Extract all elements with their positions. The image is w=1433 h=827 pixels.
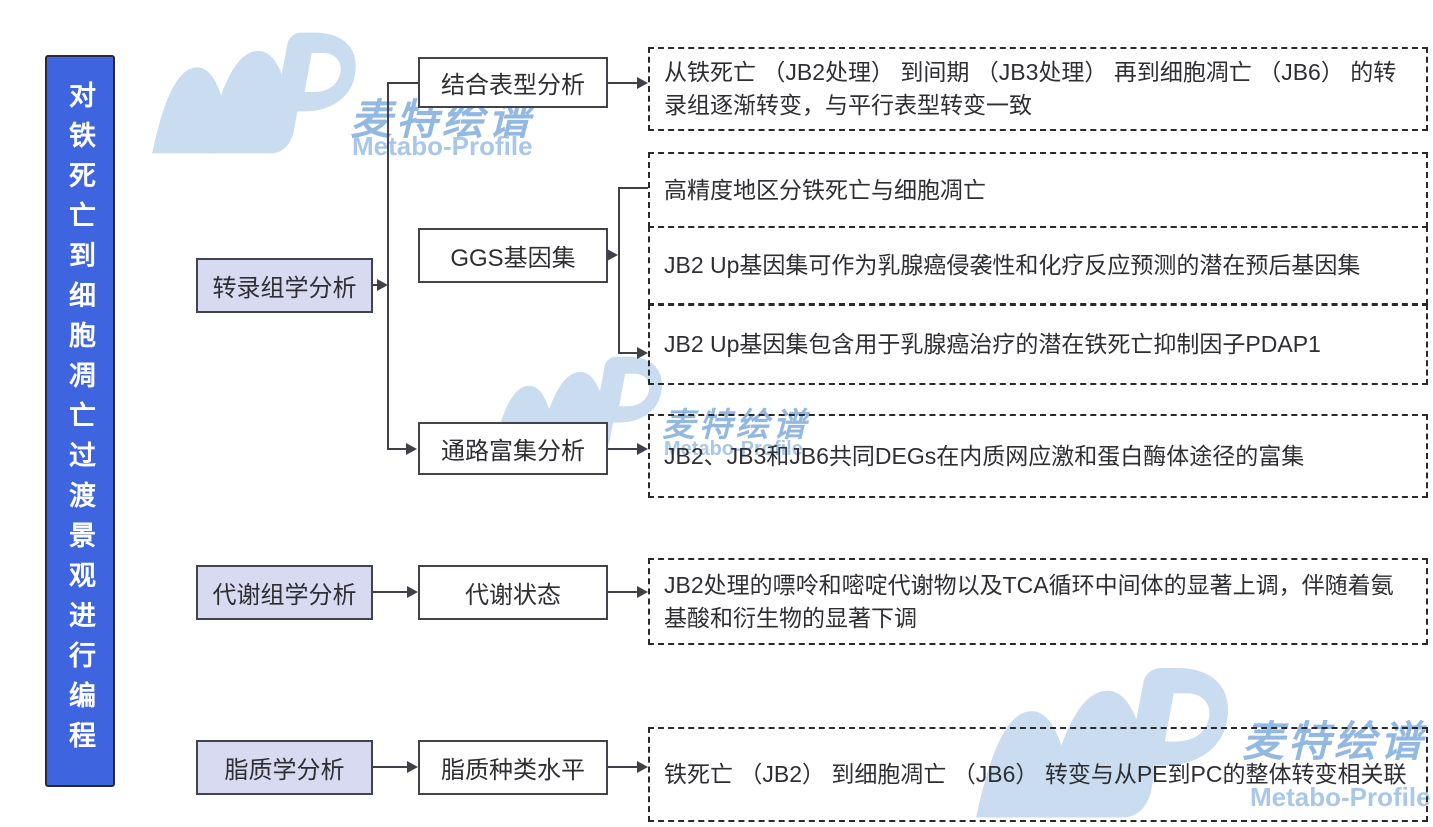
watermark-brand-cn: 麦特绘谱 [1242,718,1427,765]
outcome-phenotype-transition: 从铁死亡 （JB2处理） 到间期 （JB3处理） 再到细胞凋亡 （JB6） 的转… [648,47,1428,131]
connector-lipidomics-species [373,766,408,768]
watermark-brand-cn: 麦特绘谱 [662,406,810,443]
watermark-brand-en: Metabo-Profile [352,131,533,161]
node-lipidomics-label: 脂质学分析 [196,740,373,795]
connector-from-transcriptomics [373,284,379,286]
node-transcriptomics-label: 转录组学分析 [196,258,373,313]
metabo-profile-logo-icon [148,30,363,158]
node-metabolomics-label: 代谢组学分析 [196,565,373,620]
outcome-ggs-prognostic: JB2 Up基因集可作为乳腺癌侵袭性和化疗反应预测的潜在预后基因集 [648,226,1428,305]
arrow-head [607,249,618,261]
node-phenotype-analysis: 结合表型分析 [418,57,608,108]
arrow-head [407,586,418,598]
connector-metabolomics-state [373,591,408,593]
watermark-brand-en: Metabo-Profile [664,438,803,460]
connector-phenotype-outcome [608,82,638,84]
connector-ggs-outcome-top [618,187,648,189]
arrow-head [637,586,648,598]
connector-state-outcome [608,591,638,593]
connector-trunk-ggs [618,187,620,354]
connector-species-outcome [608,766,638,768]
node-pathway-enrichment: 通路富集分析 [418,422,608,475]
arrow-head [637,347,648,359]
outcome-pathway-degs: JB2、JB3和JB6共同DEGs在内质网应激和蛋白酶体途径的富集 [648,414,1428,498]
main-topic-banner: 对铁死亡到细胞凋亡过渡景观进行编程 [45,55,115,787]
connector-to-phenotype-box [387,82,418,84]
node-lipid-species-level: 脂质种类水平 [418,740,608,795]
arrow-head [637,77,648,89]
arrow-head [377,279,388,291]
arrow-head [637,443,648,455]
outcome-ggs-pdap1: JB2 Up基因集包含用于乳腺癌治疗的潜在铁死亡抑制因子PDAP1 [648,304,1428,385]
node-ggs-gene-set: GGS基因集 [418,228,608,283]
connector-trunk-transcriptomics [387,82,389,450]
connector-pathway-outcome [608,448,638,450]
outcome-metabolite-changes: JB2处理的嘌呤和嘧啶代谢物以及TCA循环中间体的显著上调，伴随着氨基酸和衍生物… [648,558,1428,645]
arrow-head [637,761,648,773]
connector-ggs-outcome-bottom [618,352,638,354]
arrow-head [406,443,417,455]
connector-to-pathway-box [387,448,407,450]
outcome-pe-pc-shift: 铁死亡 （JB2） 到细胞凋亡 （JB6） 转变与从PE到PC的整体转变相关联 [648,727,1428,822]
node-metabolic-state: 代谢状态 [418,565,608,620]
outcome-ggs-precision: 高精度地区分铁死亡与细胞凋亡 [648,152,1428,228]
arrow-head [407,761,418,773]
main-topic-text: 对铁死亡到细胞凋亡过渡景观进行编程 [65,81,95,761]
watermark-brand-en: Metabo-Profile [1250,782,1431,812]
